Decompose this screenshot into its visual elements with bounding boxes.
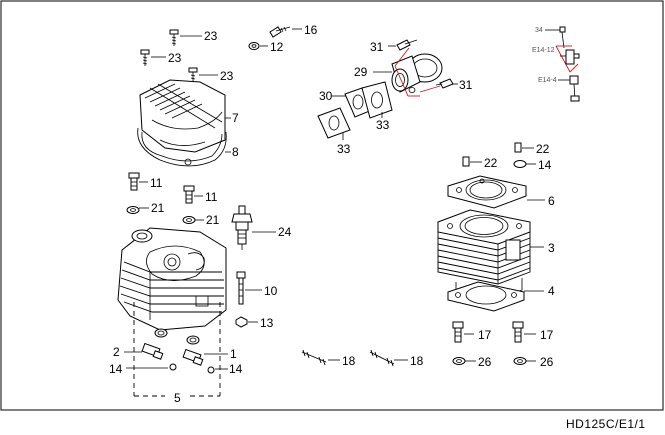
callout-21-left: 21 (151, 201, 165, 215)
callout-5: 5 (174, 391, 181, 405)
callout-22-top: 22 (536, 142, 550, 156)
cylinder-base-gasket-4[interactable]: 4 (447, 281, 555, 312)
cylinder-head[interactable] (117, 227, 227, 331)
callout-14-right: 14 (229, 362, 243, 376)
head-gasket-8[interactable]: 8 (137, 127, 239, 167)
callout-23-lower: 23 (220, 69, 234, 83)
callout-26-left: 26 (478, 355, 492, 369)
bolt-17-right[interactable]: 17 (512, 321, 554, 343)
washer-21-left[interactable]: 21 (126, 201, 165, 215)
callout-22-left: 22 (484, 156, 498, 170)
callout-6: 6 (548, 194, 555, 208)
diagram-frame (0, 0, 664, 411)
seal-ring-right[interactable] (186, 335, 200, 345)
callout-1: 1 (230, 347, 237, 361)
washer-26-right[interactable]: 26 (513, 355, 554, 369)
callout-13: 13 (260, 316, 274, 330)
dowel-22-top[interactable]: 22 (514, 142, 550, 156)
carb-detail[interactable]: 34 E14-12 E14-4 (532, 26, 580, 102)
callout-E14-4: E14-4 (538, 77, 557, 84)
callout-14-top: 14 (538, 158, 552, 172)
callout-18-right: 18 (410, 354, 424, 368)
callout-11-left: 11 (150, 176, 163, 190)
callout-31-top: 31 (370, 40, 384, 54)
intake-pipe-29[interactable]: 29 (354, 53, 443, 93)
callout-4: 4 (548, 284, 555, 298)
callout-21-right: 21 (206, 213, 220, 227)
callout-33-left: 33 (337, 142, 351, 156)
callout-E14-12: E14-12 (532, 47, 555, 54)
callout-10: 10 (264, 284, 278, 298)
callout-3: 3 (548, 241, 555, 255)
gasket-33-left[interactable]: 33 (317, 107, 351, 156)
callout-18-left: 18 (342, 354, 356, 368)
cylinder-3[interactable]: 3 (437, 209, 555, 299)
callout-7: 7 (232, 111, 239, 125)
head-cover-7[interactable]: 7 (139, 79, 239, 153)
bolt-11-right[interactable]: 11 (183, 185, 218, 204)
bolt-31-right[interactable]: 31 (435, 78, 473, 92)
callout-23-top: 23 (204, 29, 218, 43)
seal-ring-left[interactable] (154, 328, 168, 338)
callout-33-right: 33 (376, 118, 390, 132)
callout-30: 30 (319, 89, 333, 103)
valve-guide-1[interactable]: 1 (182, 347, 237, 366)
callout-26-right: 26 (540, 355, 554, 369)
nut-13[interactable]: 13 (235, 316, 274, 330)
stud-18-right[interactable]: 18 (369, 349, 424, 368)
stud-18-left[interactable]: 18 (301, 349, 356, 368)
callout-11-right: 11 (205, 190, 218, 204)
callout-24: 24 (278, 225, 292, 239)
cylinder-head-gasket-6[interactable]: 6 (447, 175, 555, 209)
valve-guide-set-5: 5 (133, 302, 221, 405)
bolt-23-top[interactable]: 23 (169, 29, 218, 46)
callout-31-right: 31 (459, 78, 473, 92)
spark-plug-24[interactable]: 24 (231, 205, 292, 250)
bolt-23-middle[interactable]: 23 (140, 49, 182, 66)
bolt-11-left[interactable]: 11 (128, 172, 163, 191)
callout-12: 12 (270, 40, 284, 54)
seal-14-top[interactable]: 14 (513, 158, 552, 172)
dowel-22-left[interactable]: 22 (462, 156, 498, 170)
intake-red-guide (394, 47, 441, 97)
bolt-10[interactable]: 10 (236, 271, 278, 305)
bolt-23-lower[interactable]: 23 (188, 67, 234, 83)
bolt-31-top[interactable]: 31 (370, 39, 418, 54)
o-ring-14-right[interactable]: 14 (207, 362, 243, 376)
washer-26-left[interactable]: 26 (452, 355, 492, 369)
diagram-code: HD125C/E1/1 (566, 417, 646, 431)
callout-17-right: 17 (540, 328, 554, 342)
callout-23-middle: 23 (168, 51, 182, 65)
gasket-33-right[interactable]: 33 (361, 81, 393, 132)
callout-34: 34 (535, 27, 543, 34)
callout-29: 29 (354, 65, 368, 79)
callout-8: 8 (232, 145, 239, 159)
callout-17-left: 17 (478, 328, 492, 342)
callout-14-left: 14 (109, 362, 123, 376)
washer-12[interactable]: 12 (248, 40, 284, 54)
bolt-17-left[interactable]: 17 (452, 321, 492, 343)
bolt-16[interactable]: 16 (269, 23, 318, 38)
callout-2: 2 (113, 345, 120, 359)
callout-16: 16 (304, 23, 318, 37)
o-ring-14-left[interactable]: 14 (109, 362, 177, 376)
washer-21-right[interactable]: 21 (182, 213, 220, 227)
valve-guide-2[interactable]: 2 (113, 342, 164, 360)
